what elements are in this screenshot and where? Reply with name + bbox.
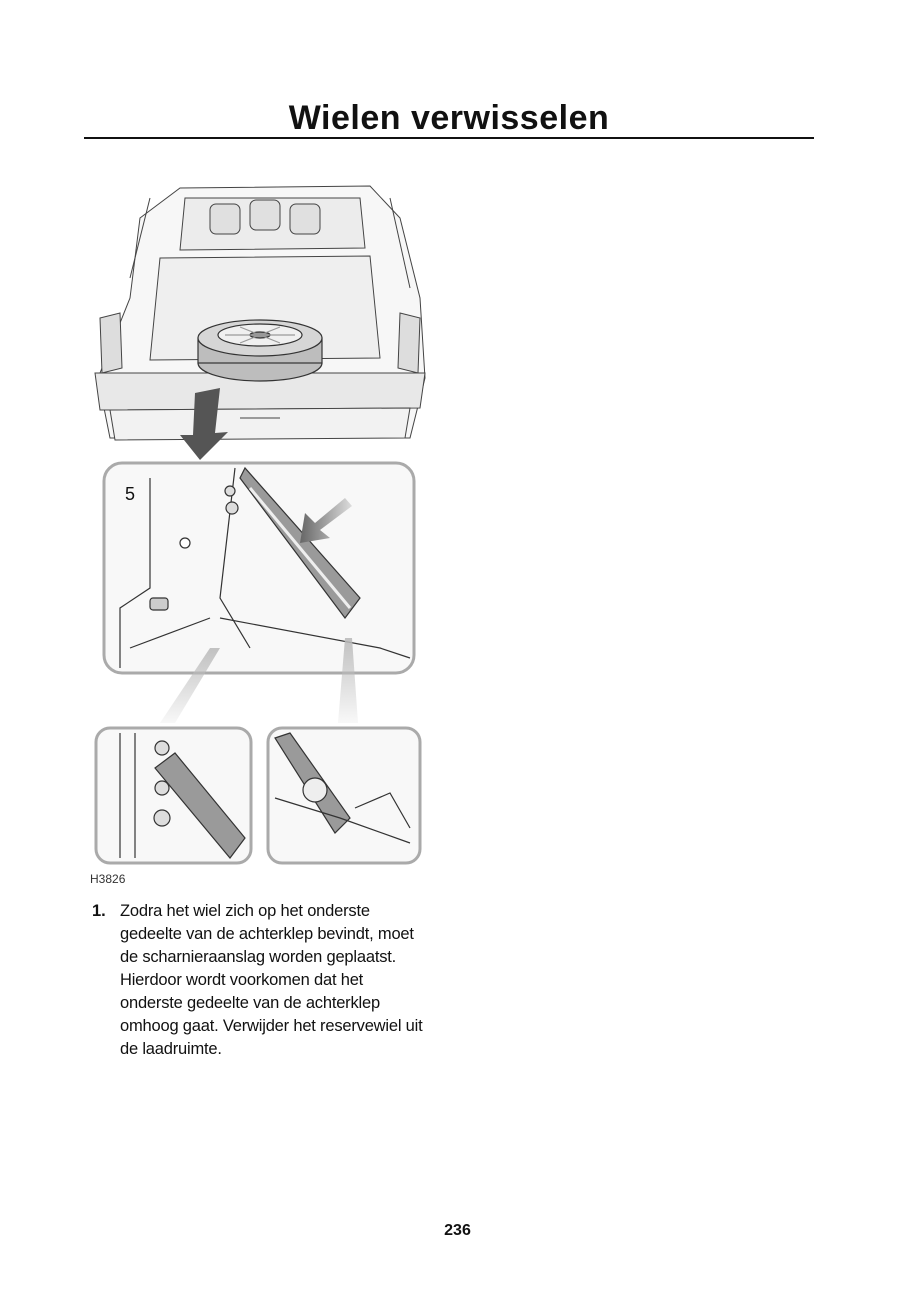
step-text: Zodra het wiel zich op het onderste gede…	[120, 902, 423, 1058]
callout-beam-right	[338, 638, 358, 723]
down-arrow-icon	[180, 388, 228, 460]
page-title: Wielen verwisselen	[288, 99, 610, 137]
spare-wheel-illustration: 5	[94, 185, 426, 865]
callout-beam-left	[160, 648, 220, 723]
inset-number-label: 5	[125, 484, 135, 504]
push-arrow-icon	[300, 498, 352, 543]
vehicle-rear-drawing	[94, 185, 426, 441]
title-divider	[84, 137, 814, 139]
spare-wheel-drawing	[197, 319, 323, 382]
figure-code: H3826	[90, 872, 126, 886]
page-number: 236	[444, 1222, 471, 1239]
step-number: 1.	[92, 902, 106, 920]
